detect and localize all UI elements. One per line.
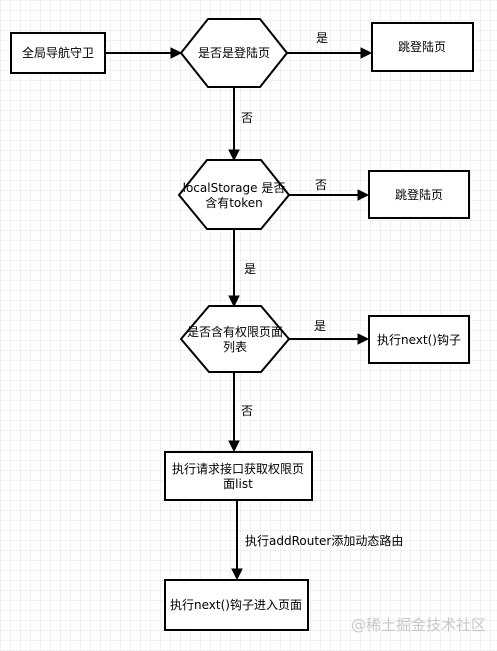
node-next-hook: 执行next()钩子	[368, 315, 470, 364]
edge-is-login-yes: 是	[287, 31, 373, 59]
node-jump-login-2: 跳登陆页	[368, 170, 470, 219]
edge-label-yes: 是	[314, 319, 326, 333]
arrow-head	[170, 47, 183, 59]
process-box	[371, 22, 474, 72]
decision-hexagon	[177, 159, 291, 230]
arrow-head	[357, 333, 370, 345]
node-has-perm-list: 是否含有权限页面 列表	[179, 305, 291, 373]
node-global-guard: 全局导航守卫	[10, 32, 106, 74]
arrow-head	[228, 295, 240, 308]
node-label-line-2: 含有token	[205, 195, 263, 210]
node-next-enter-page: 执行next()钩子进入页面	[164, 579, 309, 631]
process-box	[164, 579, 309, 631]
node-label: 跳登陆页	[395, 187, 443, 202]
node-label-line-2: 面list	[223, 477, 253, 491]
process-box	[368, 170, 470, 219]
edge-has-perm-list-yes: 是	[289, 319, 370, 345]
node-label: 跳登陆页	[398, 39, 446, 54]
arrow-head	[228, 440, 240, 453]
watermark: @稀土掘金技术社区	[351, 616, 486, 634]
edge-label-no: 否	[315, 178, 327, 192]
edge-has-token-yes: 是	[228, 229, 256, 308]
node-label: 执行next()钩子进入页面	[170, 598, 302, 612]
arrow-head	[360, 47, 373, 59]
node-jump-login-1: 跳登陆页	[371, 22, 474, 72]
node-has-token: localStorage 是否 含有token	[177, 159, 291, 230]
edge-fetch-to-next-enter: 执行addRouter添加动态路由	[231, 501, 403, 581]
process-box	[10, 32, 106, 74]
node-label-line-1: 执行请求接口获取权限页	[172, 461, 304, 476]
edge-label-yes: 是	[316, 31, 328, 45]
edge-has-token-no: 否	[289, 178, 370, 201]
node-label: 全局导航守卫	[22, 45, 94, 60]
edge-label-add-router: 执行addRouter添加动态路由	[245, 533, 403, 548]
node-label-line-2: 列表	[223, 340, 247, 354]
arrow-head	[228, 149, 240, 162]
edge-guard-to-is-login	[106, 47, 183, 59]
arrow-head	[357, 189, 370, 201]
node-label-line-1: 是否含有权限页面	[187, 324, 283, 339]
edge-is-login-no: 否	[228, 86, 253, 162]
decision-hexagon	[179, 18, 289, 88]
node-label: 执行next()钩子	[377, 333, 461, 347]
node-fetch-perm-list: 执行请求接口获取权限页 面list	[164, 451, 313, 501]
node-is-login-page: 是否是登陆页	[179, 18, 289, 88]
process-box	[164, 451, 313, 501]
arrow-head	[231, 568, 243, 581]
edge-has-perm-list-no: 否	[228, 372, 253, 453]
edge-label-yes: 是	[244, 262, 256, 276]
node-label-line-1: localStorage 是否	[183, 181, 286, 195]
process-box	[368, 315, 470, 364]
node-label: 是否是登陆页	[198, 45, 270, 60]
edge-label-no: 否	[241, 111, 253, 125]
edge-label-no: 否	[241, 404, 253, 418]
decision-hexagon	[179, 305, 291, 373]
